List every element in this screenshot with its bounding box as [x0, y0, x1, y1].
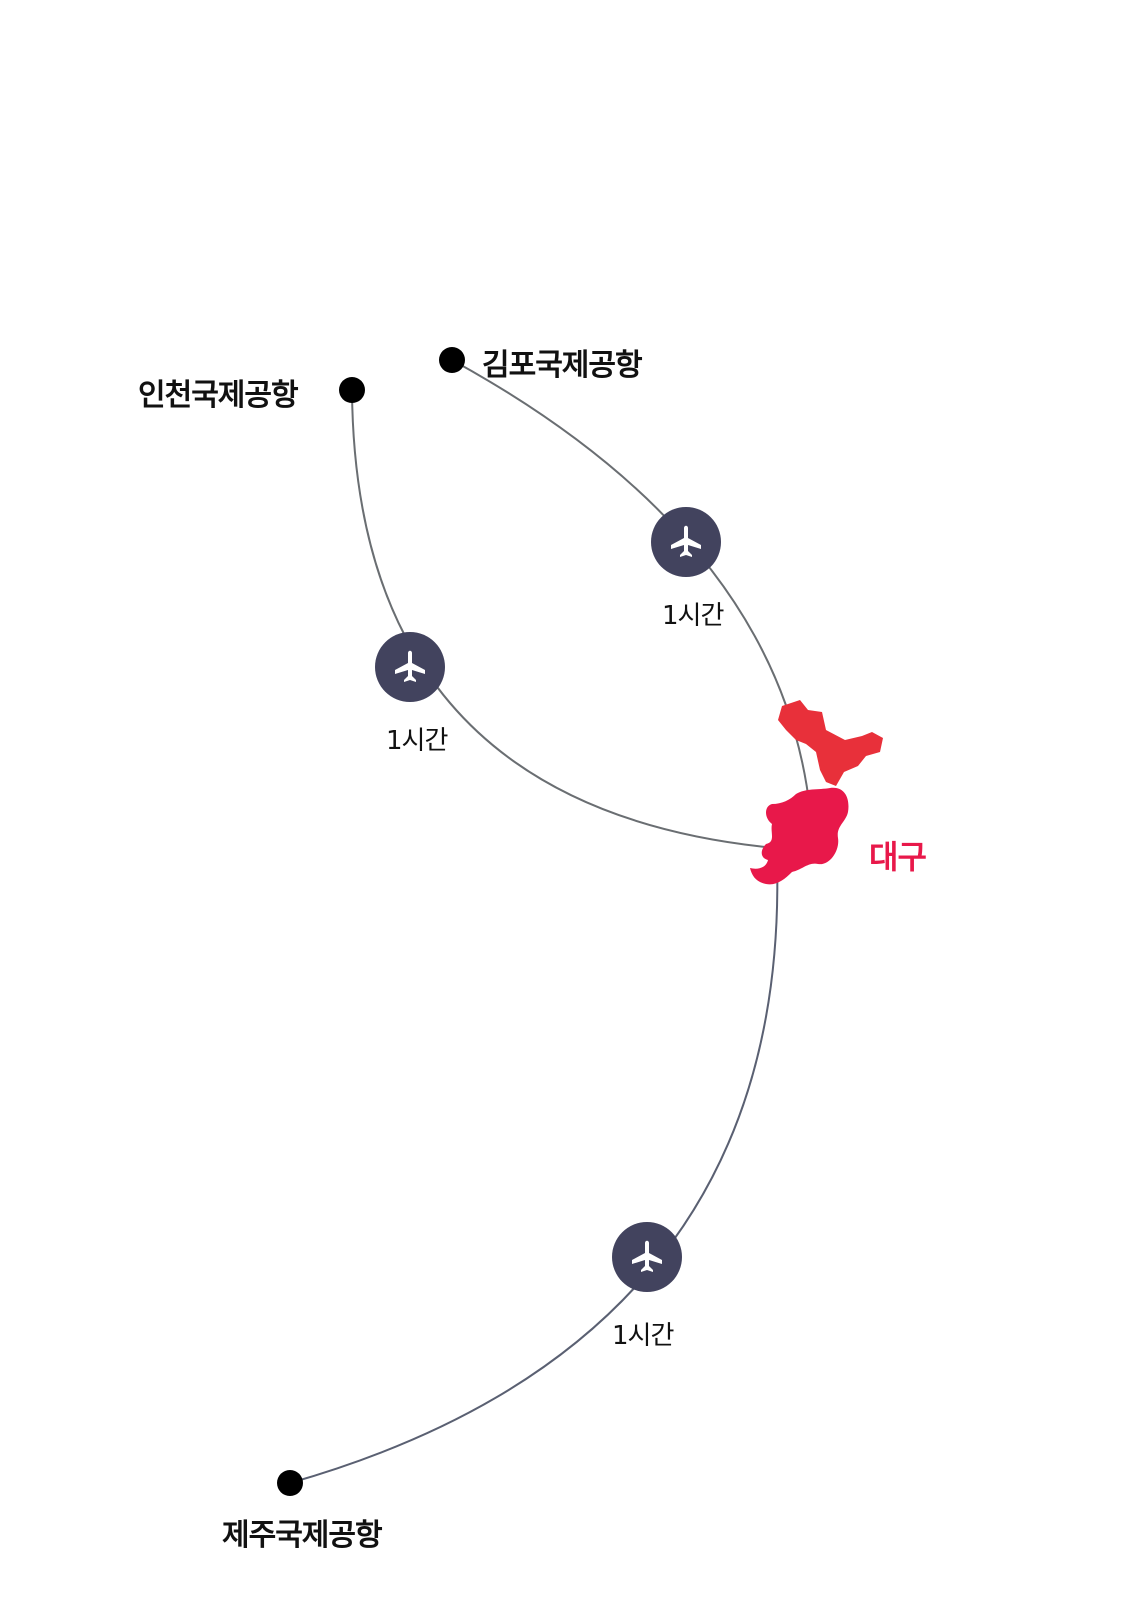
- airplane-icon: [671, 525, 701, 557]
- jeju-airport-dot: [277, 1470, 303, 1496]
- route-gimpo-daegu: [451, 359, 811, 811]
- airplane-icon: [632, 1240, 662, 1272]
- gimpo-airport-label: 김포국제공항: [482, 348, 643, 383]
- airplane-badge-gimpo: [651, 507, 721, 577]
- incheon-airport-label: 인천국제공항: [138, 378, 299, 413]
- route-jeju-daegu: [289, 859, 779, 1484]
- daegu-north-region: [778, 700, 883, 786]
- daegu-main-region: [750, 787, 849, 885]
- gimpo-airport-dot: [439, 347, 465, 373]
- airplane-badge-jeju: [612, 1222, 682, 1292]
- flight-duration-jeju: 1시간: [612, 1321, 674, 1351]
- route-incheon-daegu: [351, 389, 801, 851]
- flight-duration-incheon: 1시간: [386, 726, 448, 756]
- incheon-airport-dot: [339, 377, 365, 403]
- daegu-region: [750, 700, 883, 885]
- airplane-badge-incheon: [375, 632, 445, 702]
- jeju-airport-label: 제주국제공항: [222, 1518, 383, 1553]
- destination-city-label: 대구: [869, 838, 927, 876]
- flight-duration-gimpo: 1시간: [662, 601, 724, 631]
- airplane-icon: [395, 650, 425, 682]
